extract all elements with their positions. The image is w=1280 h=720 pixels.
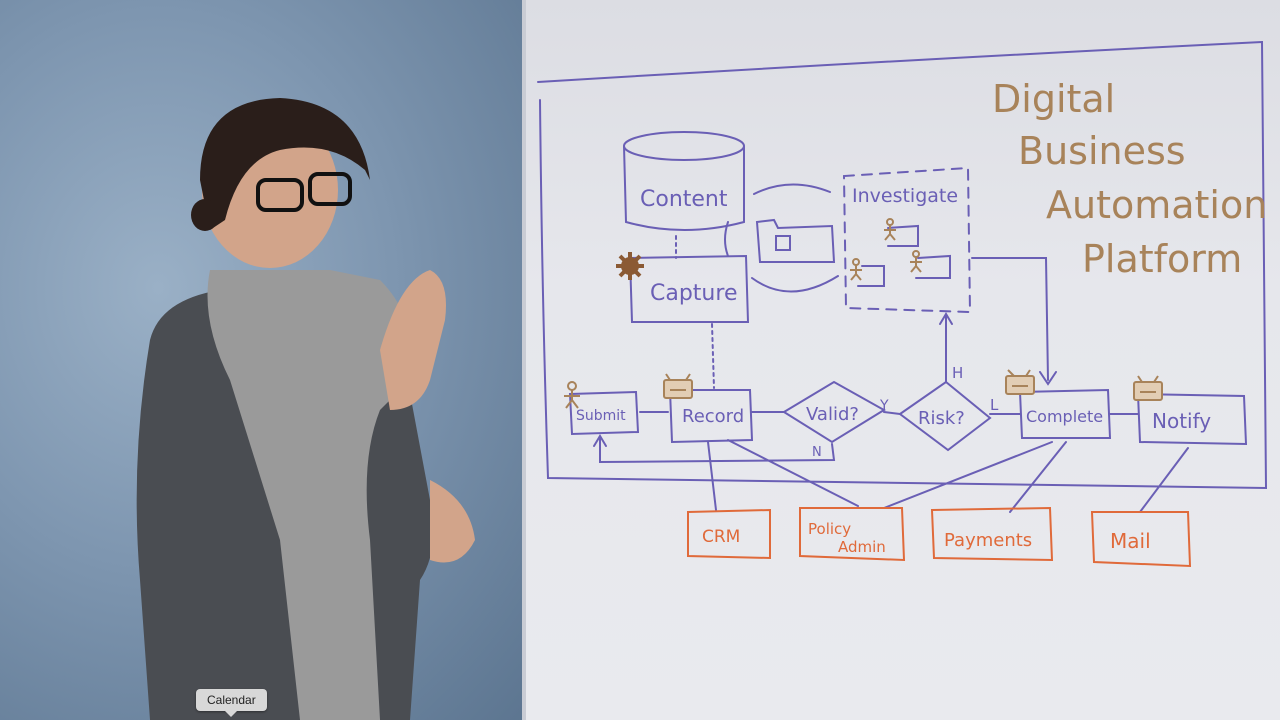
calendar-tooltip: Calendar bbox=[196, 689, 267, 717]
title-line-2: Business bbox=[1018, 129, 1186, 173]
person-icon-investigate-2 bbox=[850, 258, 862, 281]
person-icon-investigate-3 bbox=[910, 250, 922, 273]
capture-label: Capture bbox=[650, 281, 737, 306]
robot-icon-record bbox=[663, 373, 693, 399]
gear-icon-capture bbox=[616, 252, 644, 280]
whiteboard-edge bbox=[522, 0, 526, 720]
content-label: Content bbox=[640, 187, 728, 212]
title-line-1: Digital bbox=[992, 77, 1115, 121]
person-icon-submit bbox=[564, 381, 580, 409]
investigate-label: Investigate bbox=[852, 185, 958, 207]
system-payments: Payments bbox=[944, 530, 1032, 551]
system-mail: Mail bbox=[1110, 529, 1151, 553]
step-submit: Submit bbox=[576, 408, 626, 424]
step-complete: Complete bbox=[1026, 407, 1103, 426]
title-line-3: Automation bbox=[1046, 183, 1267, 227]
edge-yes: Y bbox=[879, 398, 889, 414]
edge-low: L bbox=[990, 396, 999, 414]
edge-no: N bbox=[812, 445, 822, 460]
system-policy-line2: Admin bbox=[838, 538, 886, 556]
step-valid: Valid? bbox=[806, 404, 859, 425]
person-icon-investigate-1 bbox=[884, 218, 896, 241]
edge-high: H bbox=[952, 364, 963, 382]
step-record: Record bbox=[682, 406, 744, 427]
robot-icon-notify bbox=[1133, 375, 1163, 401]
whiteboard bbox=[524, 0, 1280, 720]
step-notify: Notify bbox=[1152, 409, 1211, 433]
system-crm: CRM bbox=[702, 527, 740, 547]
step-risk: Risk? bbox=[918, 408, 965, 429]
robot-icon-complete bbox=[1005, 369, 1035, 395]
presenter bbox=[136, 98, 475, 720]
title-line-4: Platform bbox=[1082, 237, 1242, 281]
system-policy-line1: Policy bbox=[808, 520, 851, 538]
